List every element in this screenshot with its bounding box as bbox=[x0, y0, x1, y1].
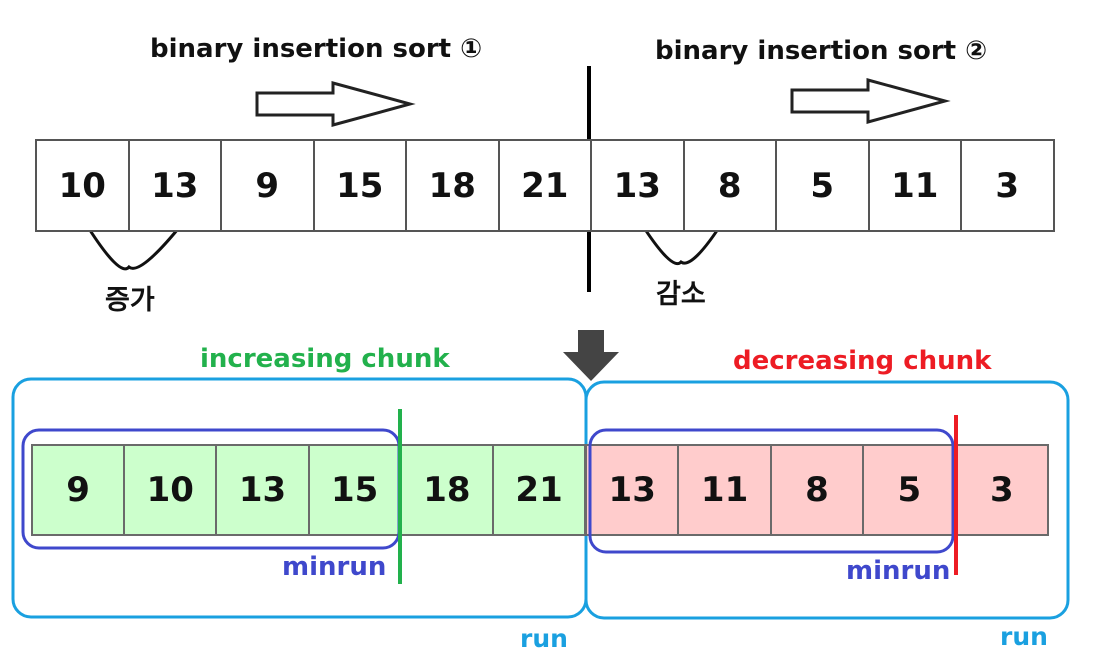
sort-label-1: binary insertion sort ① bbox=[150, 34, 483, 64]
minrun-box-right bbox=[588, 428, 955, 554]
down-arrow-icon bbox=[563, 330, 619, 381]
decreasing-chunk-cell: 8 bbox=[769, 444, 865, 536]
decreasing-chunk-cell: 11 bbox=[677, 444, 772, 536]
decrease-label: 감소 bbox=[656, 279, 706, 310]
decreasing-chunk-cell: 3 bbox=[954, 444, 1049, 536]
increasing-chunk-cell: 15 bbox=[307, 444, 402, 536]
decrease-curve bbox=[637, 219, 726, 265]
increase-curve bbox=[84, 223, 184, 271]
minrun-box-left bbox=[21, 428, 401, 550]
top-cell: 11 bbox=[867, 139, 962, 232]
increasing-chunk-cell: 10 bbox=[123, 444, 218, 536]
top-cell: 15 bbox=[312, 139, 407, 232]
decreasing-chunk-cell: 5 bbox=[862, 444, 957, 536]
sort-label-2: binary insertion sort ② bbox=[655, 36, 988, 66]
minrun-label-right: minrun bbox=[846, 556, 951, 586]
run-label-right: run bbox=[1000, 622, 1048, 651]
increasing-chunk-cell: 18 bbox=[399, 444, 494, 536]
top-cell: 8 bbox=[682, 139, 777, 232]
decreasing-chunk-label: decreasing chunk bbox=[733, 346, 992, 376]
increase-label: 증가 bbox=[105, 285, 155, 316]
top-cell: 13 bbox=[590, 139, 685, 232]
minrun-label-left: minrun bbox=[282, 552, 387, 582]
increasing-chunk-label: increasing chunk bbox=[200, 344, 450, 374]
top-cell: 3 bbox=[960, 139, 1055, 232]
run-label-left: run bbox=[520, 624, 568, 653]
top-cell: 13 bbox=[127, 139, 222, 232]
increasing-chunk-cell: 13 bbox=[215, 444, 310, 536]
hollow-arrow-2 bbox=[790, 78, 951, 124]
increasing-chunk-cell: 9 bbox=[31, 444, 126, 536]
top-cell: 18 bbox=[405, 139, 500, 232]
top-cell: 10 bbox=[35, 139, 130, 232]
hollow-arrow-1 bbox=[255, 81, 416, 127]
top-cell: 9 bbox=[220, 139, 315, 232]
top-cell: 5 bbox=[775, 139, 870, 232]
top-cell: 21 bbox=[497, 139, 592, 232]
